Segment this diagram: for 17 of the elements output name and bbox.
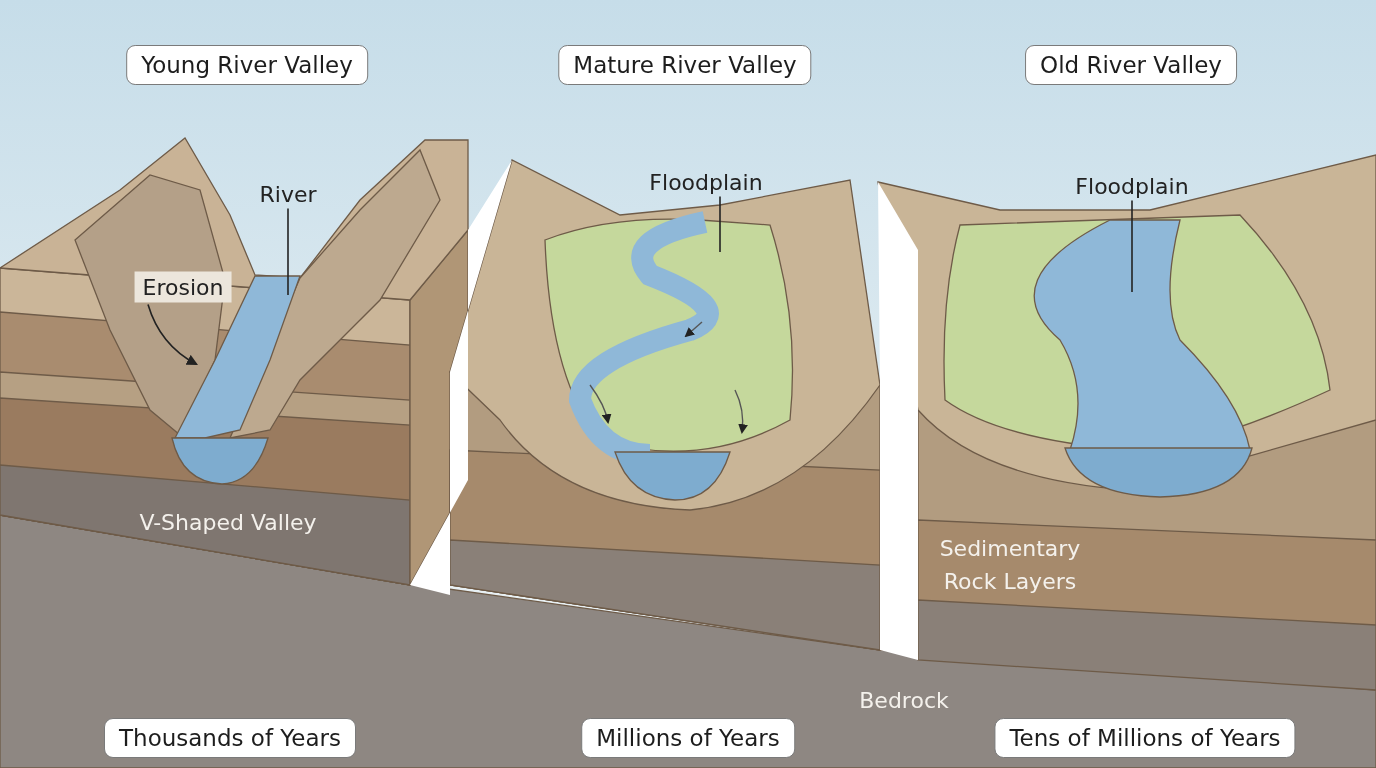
leader-line (719, 195, 721, 253)
leader-line (287, 207, 289, 296)
layer-label: Bedrock (859, 686, 949, 715)
callout-label: Floodplain (649, 169, 763, 195)
arrow (147, 303, 198, 366)
layer-label: V-Shaped Valley (139, 508, 317, 537)
callout-label: Floodplain (1075, 173, 1189, 199)
stage-title: Old River Valley (1025, 45, 1237, 85)
time-label: Tens of Millions of Years (994, 718, 1296, 758)
layer-label: Sedimentary Rock Layers (938, 535, 1082, 596)
time-label: Millions of Years (581, 718, 795, 758)
stage-title: Young River Valley (126, 45, 368, 85)
callout-label: Erosion (134, 271, 232, 303)
callout-label: River (259, 181, 317, 207)
leader-line (1131, 199, 1133, 293)
time-label: Thousands of Years (104, 718, 356, 758)
stage-title: Mature River Valley (558, 45, 812, 85)
